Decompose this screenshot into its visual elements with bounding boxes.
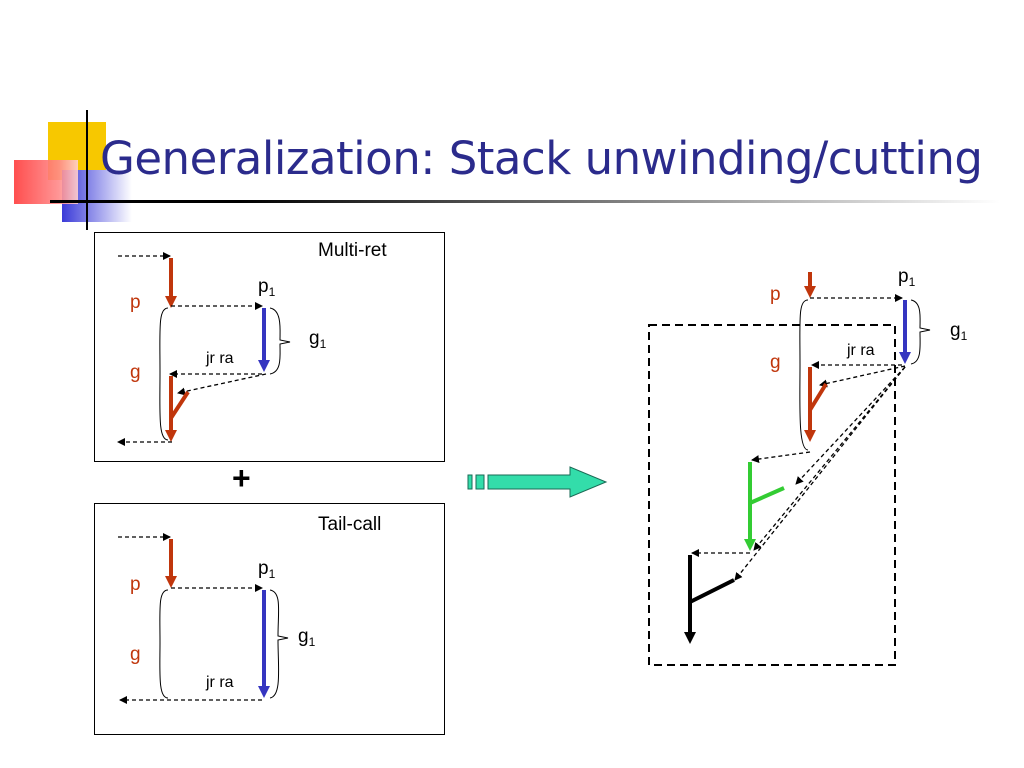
cut-region	[648, 324, 896, 666]
g1-label: g1	[298, 626, 316, 649]
return-edge	[753, 366, 906, 551]
p1-label: p1	[258, 558, 276, 581]
left-brace	[159, 307, 169, 441]
tail-call-caption: Tail-call	[318, 514, 382, 535]
right-brace	[910, 299, 931, 365]
multi-ret-box	[94, 232, 445, 462]
title-underline	[50, 200, 1000, 203]
g1-label: g1	[309, 328, 327, 351]
left-brace	[159, 589, 169, 699]
right-brace	[269, 307, 291, 375]
g-label: g	[770, 352, 781, 373]
g-branch	[808, 382, 828, 412]
p-label: p	[130, 292, 141, 313]
p1-label: p1	[898, 266, 916, 289]
p-label: p	[130, 574, 141, 595]
tail-call-diagram	[118, 533, 289, 704]
return-edge	[734, 366, 906, 581]
return-edge	[819, 365, 906, 388]
deco-red-square	[14, 160, 78, 204]
deco-vertical-line	[86, 110, 88, 230]
result-diagram	[648, 272, 931, 666]
multi-ret-diagram	[117, 252, 291, 446]
g-label: g	[130, 362, 141, 383]
return-edge	[795, 366, 906, 485]
transform-arrow	[467, 466, 608, 498]
return-edge	[751, 451, 811, 464]
return-edge	[177, 373, 267, 396]
right-brace	[269, 589, 289, 699]
g1-label: g1	[950, 320, 968, 343]
left-brace	[799, 299, 809, 451]
g-label: g	[130, 644, 141, 665]
jr-ra-label: jr ra	[206, 674, 234, 691]
plus-sign: +	[232, 460, 251, 496]
g-branch	[169, 390, 190, 420]
slide-title: Generalization: Stack unwinding/cutting	[100, 132, 983, 185]
multi-ret-caption: Multi-ret	[318, 240, 387, 261]
p-label: p	[770, 284, 781, 305]
black-branch	[689, 578, 735, 604]
jr-ra-label: jr ra	[206, 350, 234, 367]
jr-ra-label: jr ra	[847, 342, 875, 359]
p1-label: p1	[258, 276, 276, 299]
green-branch	[749, 486, 785, 505]
